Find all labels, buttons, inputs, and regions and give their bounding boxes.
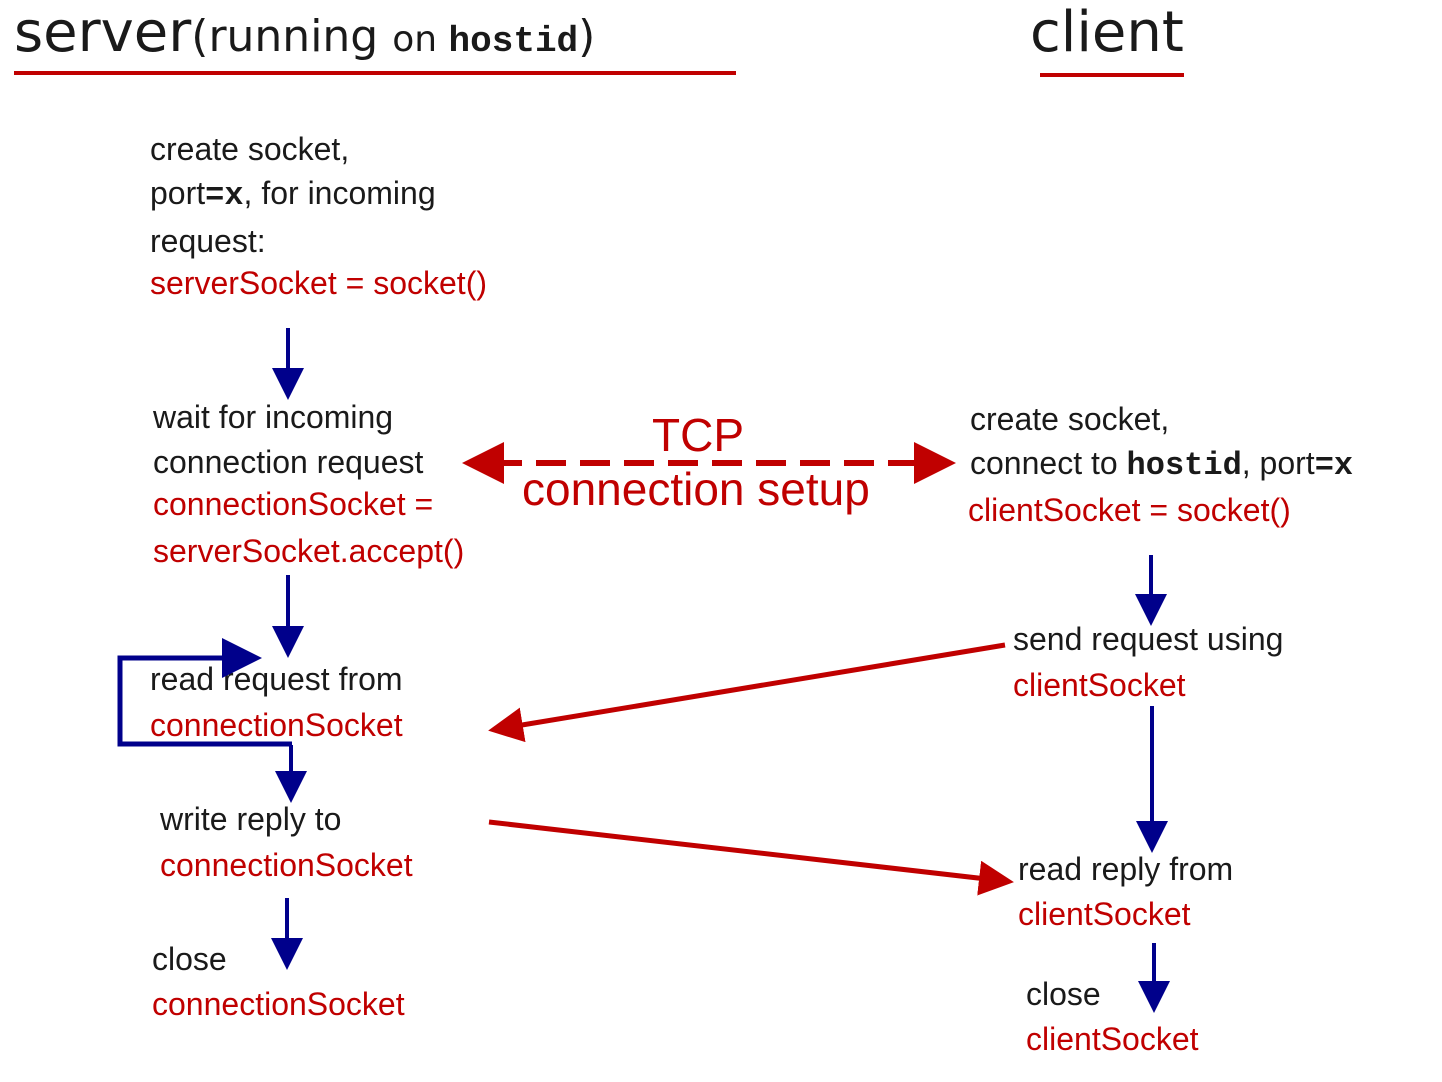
server-step1-incoming: , for incoming xyxy=(243,175,436,211)
client-step1-port-value: =x xyxy=(1314,447,1354,484)
server-step2-code1: connectionSocket = xyxy=(153,486,434,522)
client-step2-line1: send request using xyxy=(1013,621,1284,657)
client-header: client xyxy=(1030,0,1184,65)
client-step4-line1: close xyxy=(1026,976,1101,1012)
server-step5-code: connectionSocket xyxy=(152,986,405,1022)
server-header-on: on xyxy=(392,19,449,60)
server-step1-line2: port=x, for incoming xyxy=(150,174,436,215)
reply-message-arrow xyxy=(488,819,1014,896)
server-step1-port: port xyxy=(150,175,206,211)
server-step4-line1: write reply to xyxy=(160,801,342,837)
server-step5-line1: close xyxy=(152,941,227,977)
server-step1-port-value: =x xyxy=(205,177,244,214)
client-step1-code: clientSocket = socket() xyxy=(968,492,1291,528)
client-step4-code: clientSocket xyxy=(1026,1021,1199,1057)
server-header-paren: (running xyxy=(191,11,393,62)
client-step3-line1: read reply from xyxy=(1018,851,1234,887)
server-header-hostid: hostid xyxy=(448,21,579,62)
server-step2-line1: wait for incoming xyxy=(153,399,394,435)
server-step2-code2: serverSocket.accept() xyxy=(153,533,465,569)
request-message-arrow xyxy=(488,642,1006,743)
server-step1-line1: create socket, xyxy=(150,131,350,167)
server-header-word: server xyxy=(14,0,192,65)
client-step3-code: clientSocket xyxy=(1018,896,1191,932)
client-step1-line1: create socket, xyxy=(970,401,1170,437)
server-loop-arrow xyxy=(117,638,292,747)
server-step3-code: connectionSocket xyxy=(150,707,403,743)
client-step2-code: clientSocket xyxy=(1013,667,1186,703)
server-step4-code: connectionSocket xyxy=(160,847,413,883)
server-step1-line3: request: xyxy=(150,223,266,259)
client-step1-connect: connect to xyxy=(970,445,1127,481)
server-step3-line1: read request from xyxy=(150,661,403,697)
server-step1-code: serverSocket = socket() xyxy=(150,265,487,301)
server-header: server(running on hostid) xyxy=(14,0,595,65)
client-step1-port: , port xyxy=(1241,445,1315,481)
server-step2-line2: connection request xyxy=(153,444,424,480)
client-step1-hostid: hostid xyxy=(1126,447,1242,484)
client-step1-line2: connect to hostid, port=x xyxy=(970,444,1353,485)
server-header-close: ) xyxy=(578,11,596,62)
